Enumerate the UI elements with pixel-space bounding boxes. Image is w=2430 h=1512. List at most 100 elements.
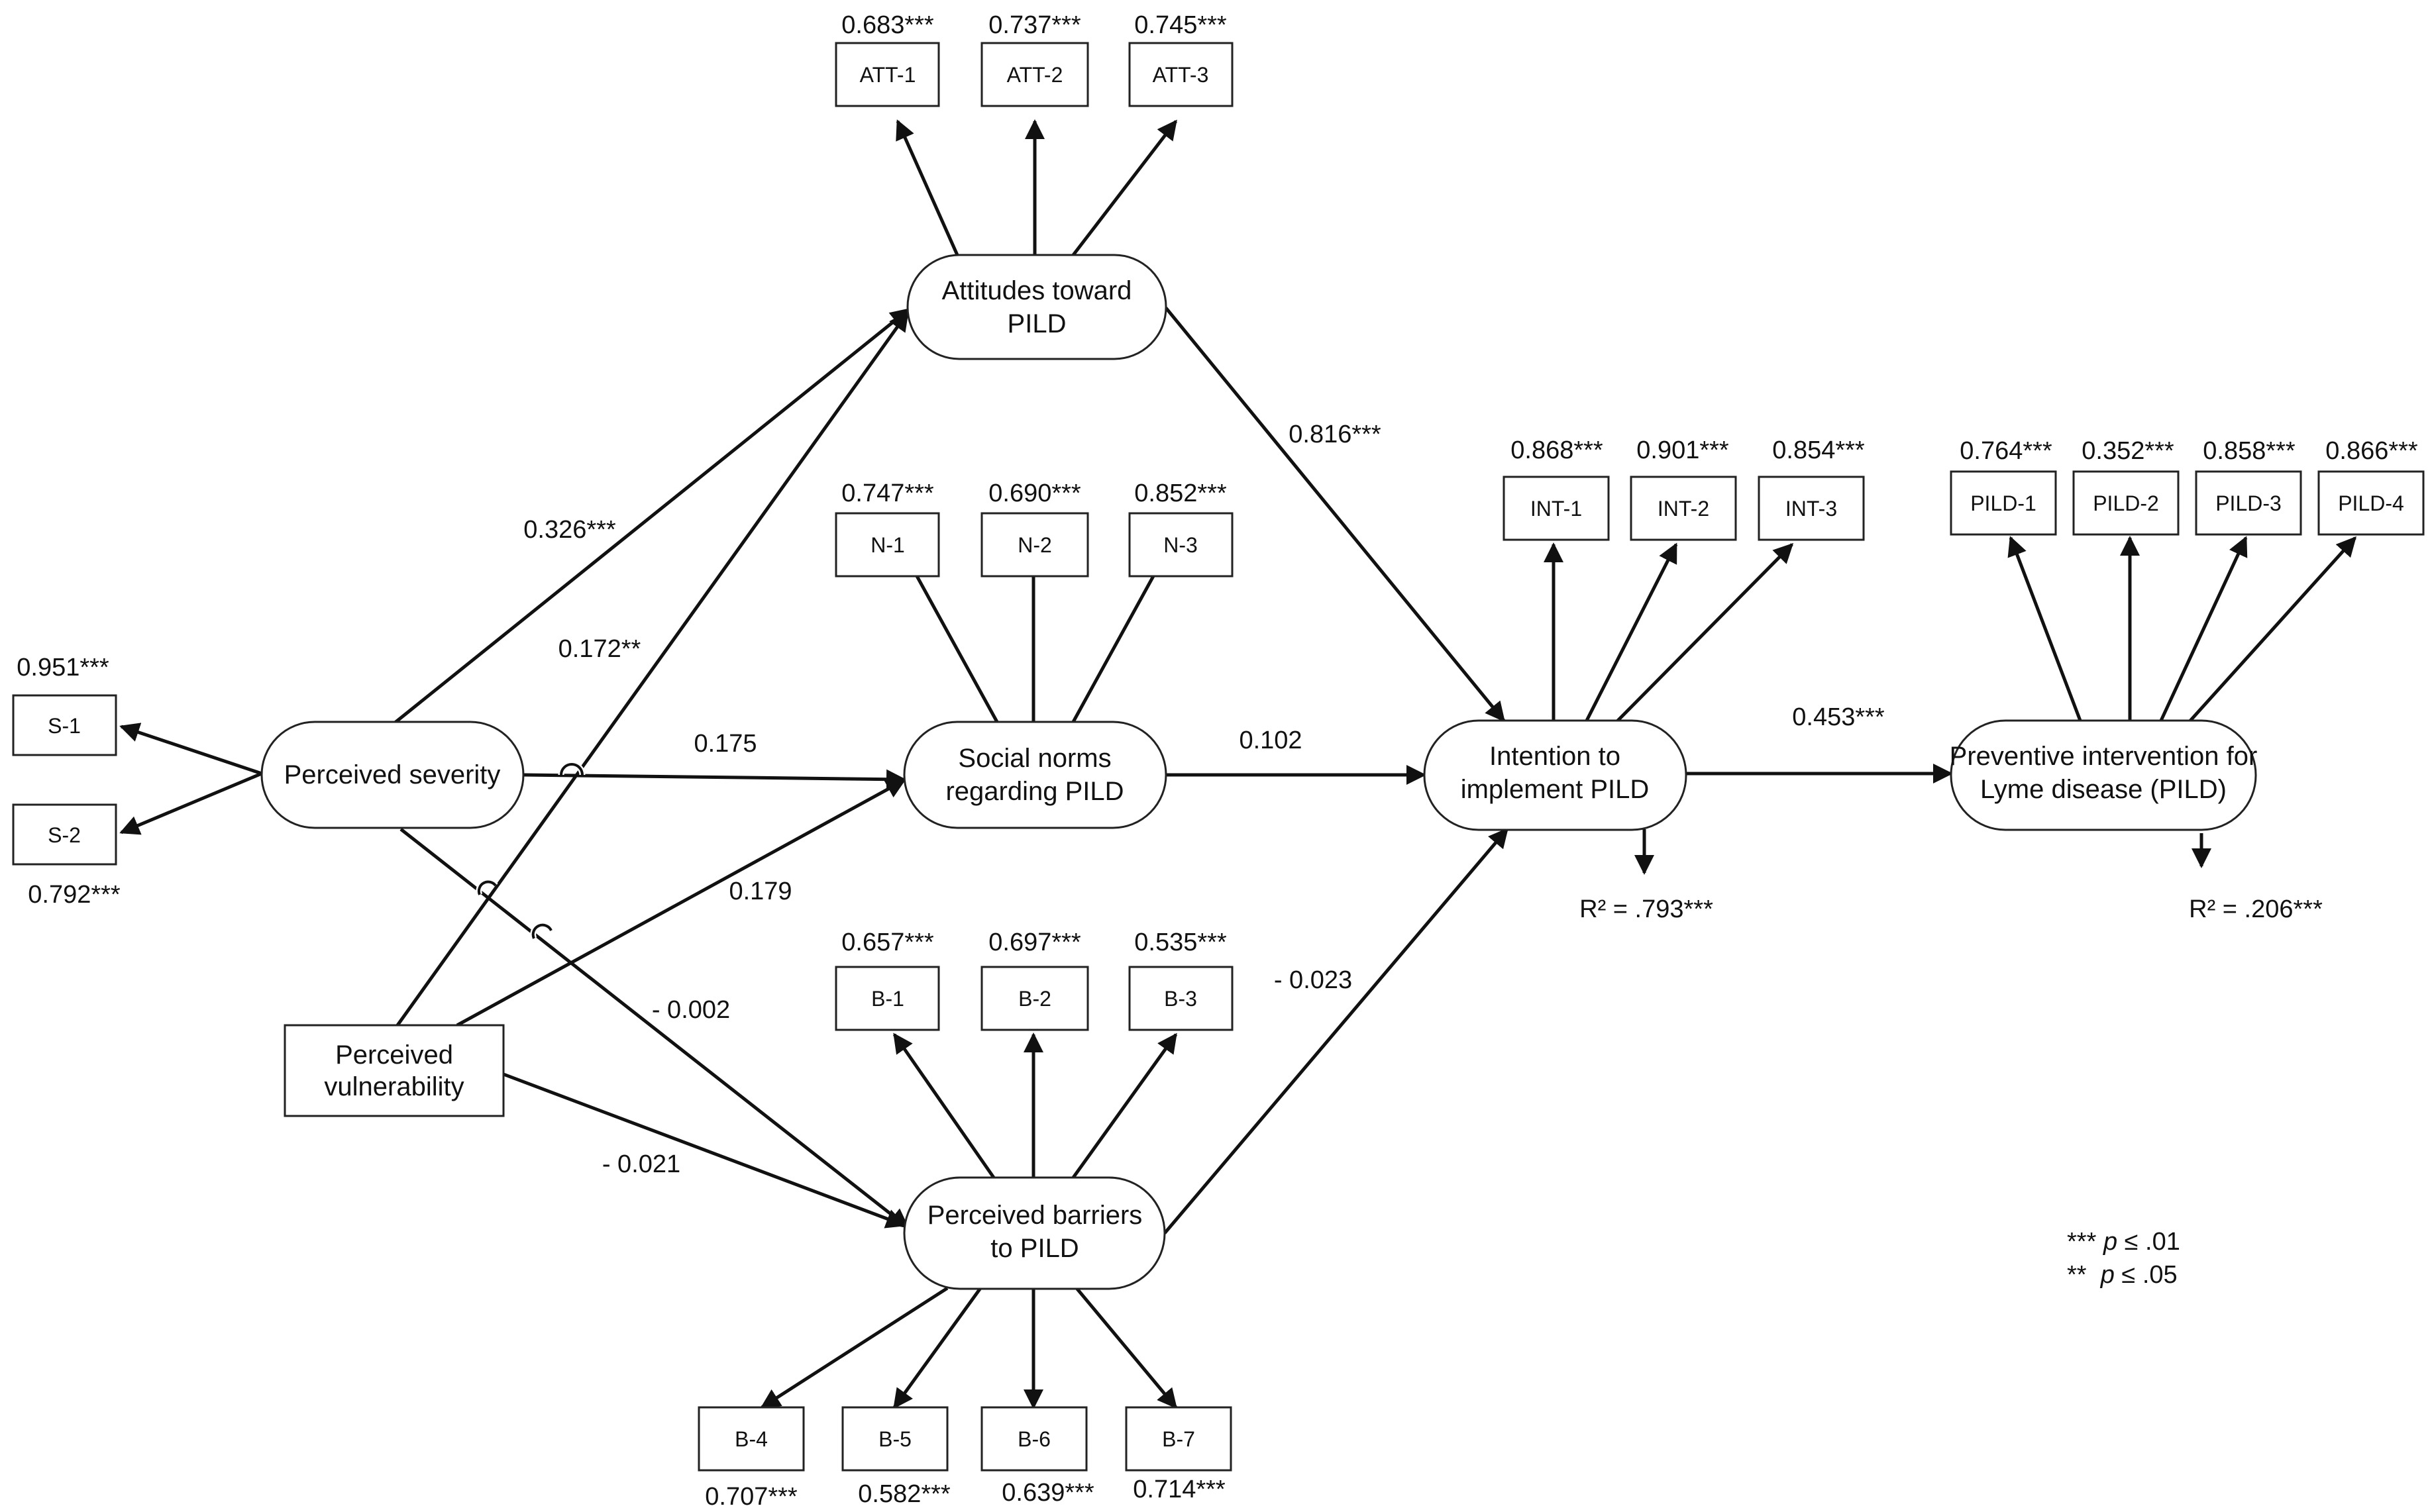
- path-coef-att-int: 0.816***: [1289, 421, 1381, 448]
- indicator-label: B-6: [1018, 1427, 1051, 1451]
- indicator-label: B-1: [871, 987, 904, 1011]
- att-to-att3-arrow: [1072, 119, 1177, 256]
- indicator-pild-3: PILD-3 0.858***: [2195, 437, 2302, 536]
- sev-to-att-path: [393, 308, 911, 725]
- indicator-label: N-3: [1163, 533, 1198, 557]
- indicator-b-2: B-2 0.697***: [980, 929, 1089, 1031]
- indicator-s-1: S-1 0.951***: [12, 654, 117, 756]
- indicator-label: PILD-3: [2215, 491, 2282, 515]
- construct-label: Lyme disease (PILD): [1980, 775, 2227, 804]
- legend-p: p: [2100, 1261, 2115, 1289]
- construct-label: Social norms: [958, 744, 1111, 773]
- indicator-label: INT-3: [1785, 497, 1837, 521]
- indicator-att-2: ATT-2 0.737***: [980, 11, 1089, 107]
- legend-line-2: ** p ≤ .05: [2067, 1258, 2180, 1291]
- indicator-label: N-2: [1018, 533, 1052, 557]
- r2-pild: R² = .206***: [2189, 895, 2323, 923]
- path-coef-int-pild: 0.453***: [1792, 703, 1885, 731]
- legend-stars: **: [2067, 1261, 2087, 1289]
- r2-intention: R² = .793***: [1579, 895, 1713, 923]
- barr-to-int-path: [1163, 827, 1508, 1235]
- indicator-label: PILD-4: [2338, 491, 2404, 515]
- indicator-loading: 0.745***: [1134, 11, 1227, 39]
- edges: [119, 119, 2357, 1409]
- construct-label: Perceived barriers: [927, 1201, 1143, 1230]
- indicator-n-2: N-2 0.690***: [980, 479, 1089, 578]
- sev-to-norms-path: [523, 769, 906, 789]
- barr-to-b4-arrow: [760, 1286, 949, 1409]
- indicator-att-3: ATT-3 0.745***: [1128, 11, 1234, 107]
- construct-perceived-vulnerability: Perceived vulnerability: [284, 1024, 505, 1117]
- path-coef-sev-norms: 0.175: [694, 730, 757, 758]
- indicator-loading: 0.866***: [2325, 437, 2418, 465]
- indicator-loading: 0.901***: [1636, 436, 1729, 464]
- indicator-b-7: B-7 0.714***: [1125, 1406, 1232, 1503]
- indicator-b-1: B-1 0.657***: [835, 929, 940, 1031]
- indicator-loading: 0.707***: [705, 1483, 798, 1511]
- significance-legend: *** p ≤ .01 ** p ≤ .05: [2067, 1225, 2180, 1291]
- indicator-loading: 0.535***: [1134, 929, 1227, 956]
- indicator-att-1: ATT-1 0.683***: [835, 11, 940, 107]
- indicator-label: B-4: [735, 1427, 768, 1451]
- indicator-label: B-7: [1162, 1427, 1195, 1451]
- indicator-n-1: N-1 0.747***: [835, 479, 940, 578]
- barr-to-b7-arrow: [1075, 1287, 1177, 1409]
- construct-label: vulnerability: [324, 1072, 464, 1101]
- indicator-loading: 0.714***: [1133, 1476, 1226, 1503]
- att-to-att1-arrow: [896, 119, 959, 256]
- construct-label: PILD: [1008, 309, 1067, 338]
- indicator-int-2: INT-2 0.901***: [1630, 436, 1737, 541]
- indicator-pild-4: PILD-4 0.866***: [2317, 437, 2425, 536]
- sev-to-s2-arrow: [119, 772, 262, 835]
- barr-to-b1-arrow: [892, 1033, 996, 1179]
- indicator-loading: 0.854***: [1772, 436, 1865, 464]
- construct-social-norms: Social norms regarding PILD: [903, 721, 1167, 829]
- indicator-b-4: B-4 0.707***: [698, 1406, 805, 1511]
- indicator-pild-1: PILD-1 0.764***: [1950, 437, 2057, 536]
- pild-to-pild3-arrow: [2159, 536, 2248, 722]
- path-coef-vul-norms: 0.179: [729, 878, 792, 905]
- vul-to-norms-path: [456, 778, 906, 1027]
- construct-perceived-severity: Perceived severity: [260, 721, 525, 829]
- legend-stars: ***: [2067, 1228, 2097, 1256]
- indicator-label: PILD-1: [1970, 491, 2036, 515]
- indicator-int-3: INT-3 0.854***: [1758, 436, 1865, 541]
- pild-to-pild4-arrow: [2185, 536, 2357, 727]
- indicator-pild-2: PILD-2 0.352***: [2072, 437, 2180, 536]
- sev-to-barr-path: [399, 828, 910, 1229]
- construct-attitudes: Attitudes toward PILD: [906, 254, 1167, 360]
- construct-pild: Preventive intervention for Lyme disease…: [1950, 719, 2257, 831]
- indicator-int-1: INT-1 0.868***: [1503, 436, 1610, 541]
- indicator-loading: 0.868***: [1510, 436, 1603, 464]
- path-coef-sev-att: 0.326***: [523, 516, 616, 544]
- indicator-b-5: B-5 0.582***: [841, 1406, 951, 1508]
- indicator-loading: 0.764***: [1960, 437, 2052, 465]
- indicator-label: S-2: [48, 823, 81, 847]
- att-to-int-path: [1165, 307, 1505, 723]
- indicator-label: ATT-2: [1007, 63, 1063, 87]
- barr-to-b5-arrow: [892, 1287, 982, 1409]
- indicator-loading: 0.792***: [28, 881, 121, 909]
- legend-threshold: ≤ .05: [2121, 1261, 2178, 1289]
- path-coef-norms-int: 0.102: [1239, 727, 1302, 754]
- indicator-loading: 0.951***: [17, 654, 109, 681]
- indicator-label: B-2: [1018, 987, 1051, 1011]
- indicator-loading: 0.858***: [2203, 437, 2296, 465]
- construct-label: implement PILD: [1461, 775, 1650, 804]
- indicator-loading: 0.352***: [2082, 437, 2174, 465]
- indicator-label: B-3: [1164, 987, 1197, 1011]
- sev-to-s1-arrow: [119, 723, 262, 776]
- indicator-label: S-1: [48, 714, 81, 738]
- legend-line-1: *** p ≤ .01: [2067, 1225, 2180, 1258]
- indicator-loading: 0.683***: [841, 11, 934, 39]
- indicator-label: INT-2: [1658, 497, 1709, 521]
- indicator-label: ATT-1: [860, 63, 916, 87]
- indicator-label: PILD-2: [2093, 491, 2159, 515]
- construct-label: to PILD: [990, 1234, 1079, 1263]
- indicator-label: INT-1: [1530, 497, 1582, 521]
- indicator-loading: 0.747***: [841, 479, 934, 507]
- indicator-loading: 0.582***: [858, 1480, 951, 1508]
- indicator-label: ATT-3: [1153, 63, 1209, 87]
- construct-label: Intention to: [1489, 742, 1620, 771]
